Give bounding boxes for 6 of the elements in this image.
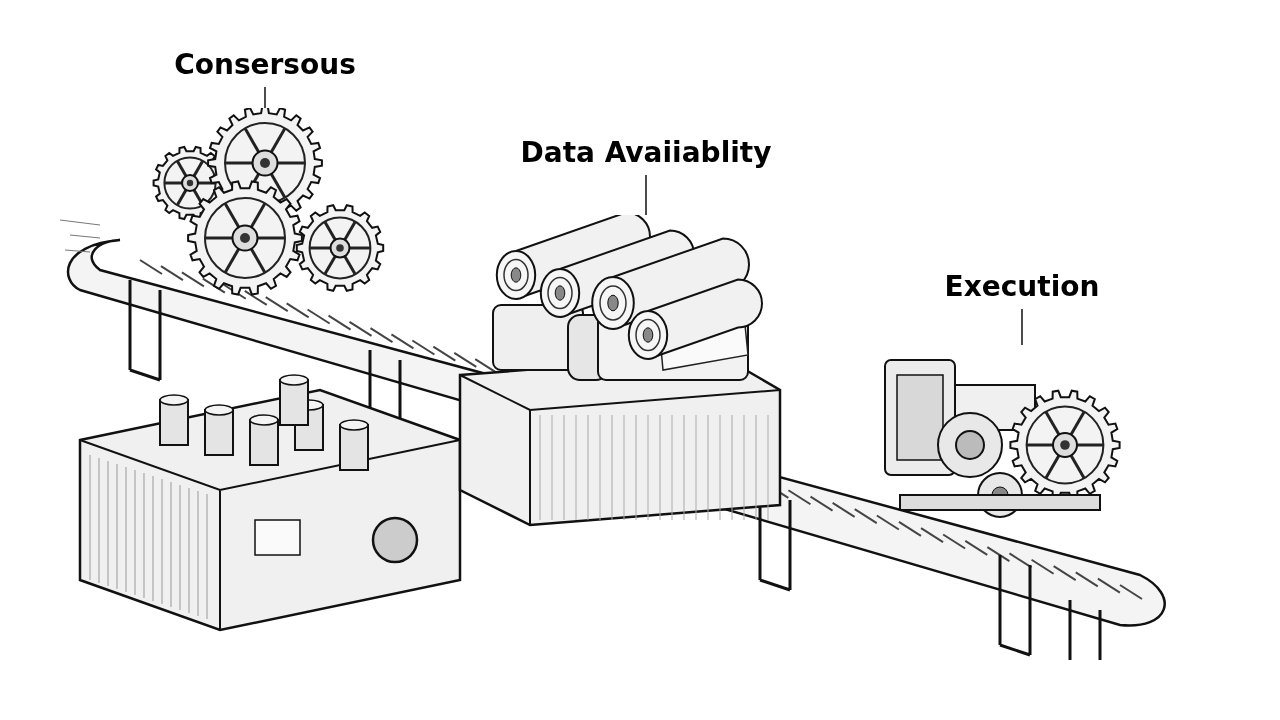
leader-line <box>264 86 266 109</box>
callout-label: Execution <box>937 268 1107 306</box>
leader-line <box>1021 308 1023 346</box>
leader-line <box>645 174 647 216</box>
callout-label: Consersous <box>170 46 360 84</box>
callout-label: Data Avaiiablity <box>515 134 777 172</box>
